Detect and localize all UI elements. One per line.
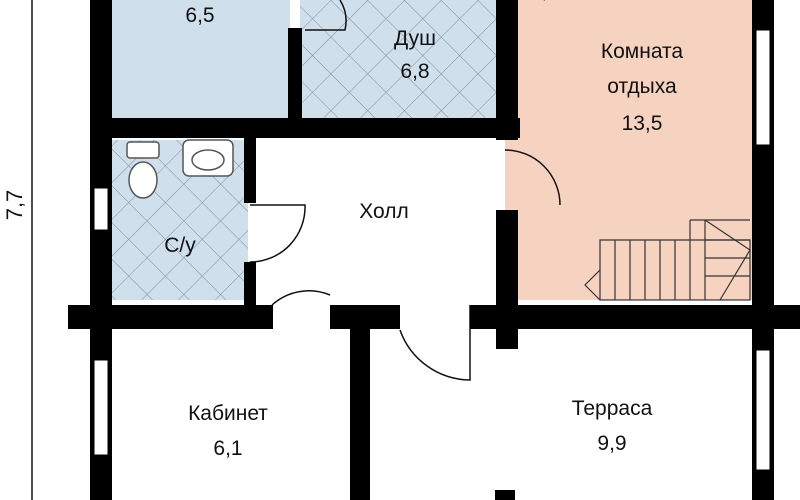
room-wc-name: С/у <box>164 234 196 257</box>
dimension-label: 7,7 <box>2 190 27 221</box>
door-shower <box>305 0 347 31</box>
door-terrace <box>399 305 471 381</box>
room-hall-name: Холл <box>359 200 409 223</box>
windows <box>93 29 771 471</box>
room-rest-area: 13,5 <box>622 112 663 135</box>
room-shower-area: 6,8 <box>400 60 429 83</box>
room-study <box>110 330 350 500</box>
room-study-area: 6,1 <box>213 437 242 460</box>
door-study <box>271 290 331 306</box>
room-terrace-name: Терраса <box>572 397 653 420</box>
room-shower-name: Душ <box>394 27 436 50</box>
sink-fixture <box>182 139 234 177</box>
room-hall <box>250 140 505 305</box>
room-top-left-area: 6,5 <box>185 4 214 27</box>
room-rest-name2: отдыха <box>607 75 677 98</box>
room-terrace-area: 9,9 <box>597 432 626 455</box>
room-terrace <box>370 330 755 500</box>
door-rest-hall <box>504 149 561 206</box>
toilet-fixture <box>126 141 160 199</box>
room-shower <box>300 0 505 120</box>
staircase <box>584 219 751 301</box>
door-wc <box>249 204 306 263</box>
room-study-name: Кабинет <box>188 402 268 425</box>
room-rest-name: Комната <box>601 40 684 63</box>
room-top-left <box>110 0 290 118</box>
